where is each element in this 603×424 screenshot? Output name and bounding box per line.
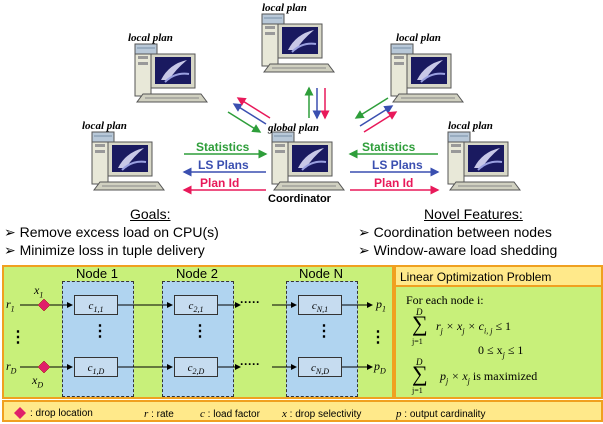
sum-lower: j=1 xyxy=(412,337,423,346)
global-plan-label: global plan xyxy=(268,122,320,134)
drop-location-icon xyxy=(14,407,26,419)
r1-label: r1 xyxy=(6,297,15,314)
legend-drop-location: : drop location xyxy=(30,408,93,419)
ellipsis: ····· xyxy=(240,357,260,371)
x1-label: x1 xyxy=(34,283,44,300)
plan-id-label: Plan Id xyxy=(374,176,414,190)
vdots: ⋮ xyxy=(316,323,332,340)
ellipsis: ····· xyxy=(240,295,260,309)
flow-arrows xyxy=(20,298,373,374)
node-title: Node N xyxy=(298,266,344,281)
feature-item: ➢ Coordination between nodes xyxy=(358,224,552,240)
legend-load-factor: c : load factor xyxy=(200,408,260,420)
bottom-panel: Linear Optimization Problem For each nod… xyxy=(0,263,603,424)
coordinator-label: Coordinator xyxy=(268,193,331,205)
for-each-label: For each node i: xyxy=(406,293,484,307)
optimization-title: Linear Optimization Problem xyxy=(396,267,601,287)
optimization-panel: Linear Optimization Problem For each nod… xyxy=(394,265,603,399)
load-factor-cell: cN,D xyxy=(298,357,342,377)
vdots: ⋮ xyxy=(92,323,108,340)
legend-rate: r : rate xyxy=(144,408,174,420)
load-factor-cell: c1,D xyxy=(74,357,118,377)
pD-label: pD xyxy=(374,359,386,376)
goal-item: ➢ Minimize loss in tuple delivery xyxy=(4,242,205,258)
node-title: Node 1 xyxy=(76,266,118,281)
computer-icon xyxy=(271,131,345,191)
xD-label: xD xyxy=(32,373,44,390)
equation-2: 0 ≤ xj ≤ 1 xyxy=(478,343,524,360)
legend-bar: : drop location r : rate c : load factor… xyxy=(2,400,603,422)
load-factor-cell: cN,1 xyxy=(298,295,342,315)
load-factor-cell: c1,1 xyxy=(74,295,118,315)
sum-symbol: ∑ xyxy=(412,311,428,336)
rD-label: rD xyxy=(6,359,17,376)
sum-symbol: ∑ xyxy=(412,361,428,386)
features-title: Novel Features: xyxy=(424,206,523,222)
network-illustration xyxy=(91,13,521,195)
equation-1: rj × xj × ci, j ≤ 1 xyxy=(436,319,512,336)
sum-upper: D xyxy=(416,307,423,317)
vdots: ⋮ xyxy=(370,329,386,346)
computer-icon xyxy=(134,43,208,103)
equation-3: pj × xj is maximized xyxy=(440,369,538,386)
sum-lower: j=1 xyxy=(412,386,423,395)
computer-icon xyxy=(91,131,165,191)
feature-item: ➢ Window-aware load shedding xyxy=(358,242,558,258)
vdots: ⋮ xyxy=(192,323,208,340)
drop-location-icon xyxy=(37,360,51,374)
local-plan-label: local plan xyxy=(82,120,127,132)
local-plan-label: local plan xyxy=(128,32,173,44)
statistics-label: Statistics xyxy=(362,140,416,154)
p1-label: p1 xyxy=(376,297,386,314)
goal-item: ➢ Remove excess load on CPU(s) xyxy=(4,224,219,240)
load-factor-cell: c2,1 xyxy=(174,295,218,315)
node-title: Node 2 xyxy=(176,266,218,281)
local-plan-label: local plan xyxy=(396,32,441,44)
statistics-label: Statistics xyxy=(196,140,250,154)
computer-icon xyxy=(390,43,464,103)
plan-id-label: Plan Id xyxy=(200,176,240,190)
local-plan-label: local plan xyxy=(262,2,307,14)
local-plan-label: local plan xyxy=(448,120,493,132)
drop-location-icon xyxy=(37,298,51,312)
legend-output-cardinality: p : output cardinality xyxy=(396,408,486,420)
legend-drop-selectivity: x : drop selectivity xyxy=(282,408,362,420)
ls-plans-label: LS Plans xyxy=(372,158,423,172)
computer-icon xyxy=(261,13,335,73)
goals-title: Goals: xyxy=(130,206,171,222)
load-factor-cell: c2,D xyxy=(174,357,218,377)
sum-upper: D xyxy=(416,357,423,367)
computer-icon xyxy=(447,131,521,191)
vdots: ⋮ xyxy=(10,329,26,346)
ls-plans-label: LS Plans xyxy=(198,158,249,172)
